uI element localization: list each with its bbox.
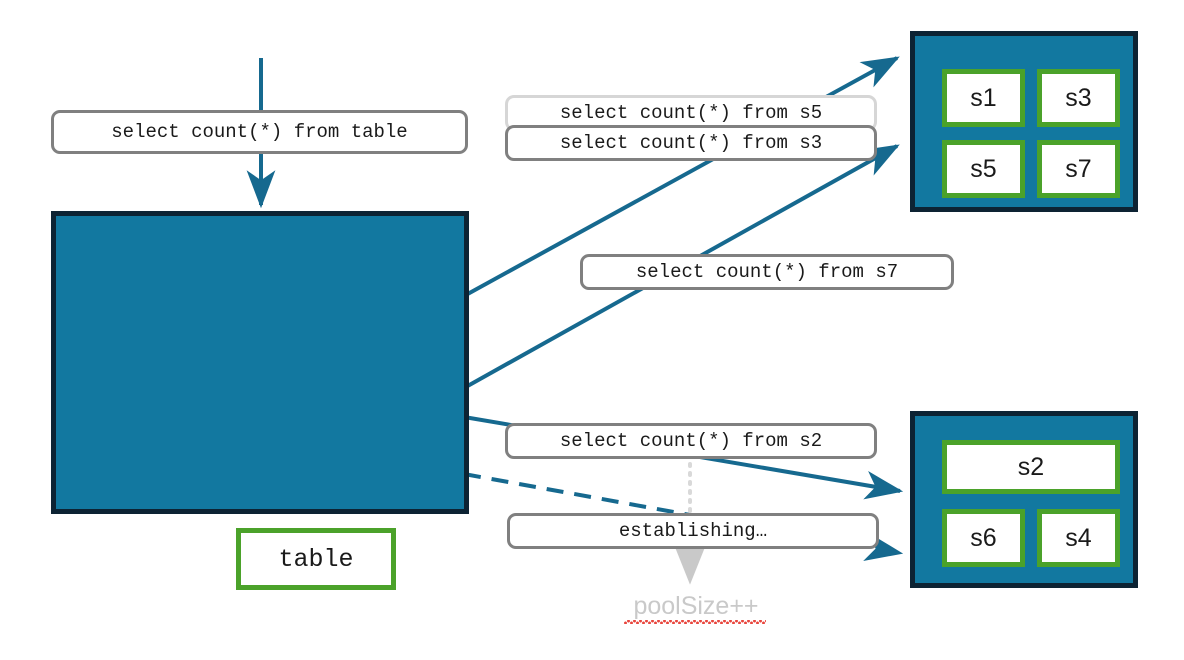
connection-pool-top: s1 s3 s5 s7 (910, 31, 1138, 212)
pool-connection-s6[interactable]: s6 (942, 509, 1025, 567)
pool-connection-s5[interactable]: s5 (942, 140, 1025, 198)
query-label-table: select count(*) from table (51, 110, 468, 154)
pool-connection-s3[interactable]: s3 (1037, 69, 1120, 127)
query-label-s3: select count(*) from s3 (505, 125, 877, 161)
pool-connection-s2[interactable]: s2 (942, 440, 1120, 494)
status-label-establishing: establishing… (507, 513, 879, 549)
query-label-s7: select count(*) from s7 (580, 254, 954, 290)
node-table[interactable]: table (236, 528, 396, 590)
pool-connection-s1[interactable]: s1 (942, 69, 1025, 127)
connection-pool-bottom: s2 s6 s4 (910, 411, 1138, 588)
table-block: table (51, 211, 469, 590)
pool-connection-s4[interactable]: s4 (1037, 509, 1120, 567)
poolsize-counter-text: poolSize++ (633, 592, 759, 620)
query-label-s2: select count(*) from s2 (505, 423, 877, 459)
pool-connection-s7[interactable]: s7 (1037, 140, 1120, 198)
spellcheck-underline (624, 620, 766, 624)
